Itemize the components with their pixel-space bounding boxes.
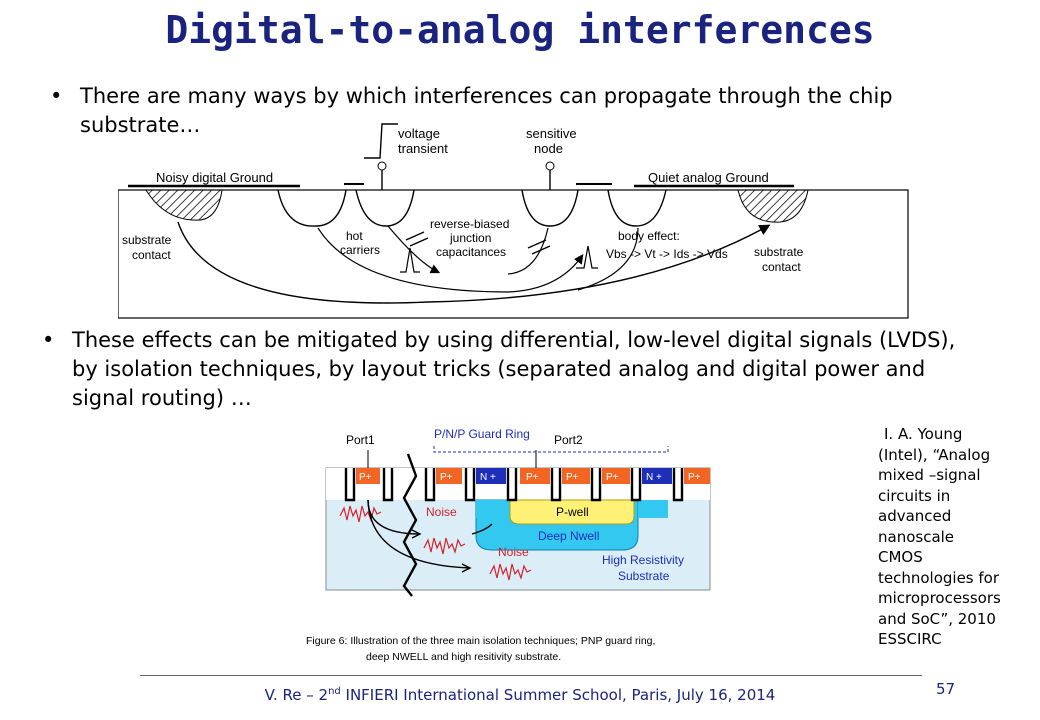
bullet-item-1: • There are many ways by which interfere…	[50, 82, 1010, 140]
voltage-transient-pulse	[364, 123, 398, 159]
footer-event: INFIERI International Summer School, Par…	[340, 686, 776, 704]
label-quiet-ground: Quiet analog Ground	[648, 170, 769, 185]
substrate-contact-left	[145, 189, 223, 221]
citation-line: circuits in	[878, 486, 951, 505]
noise-waveform-1	[339, 505, 382, 523]
citation-line: technologies for	[878, 568, 1000, 587]
citation-line: (Intel), “Analog	[878, 445, 991, 464]
label-reverse-biased: reverse-biased	[430, 217, 509, 231]
label-substrate-right-2: contact	[762, 260, 801, 274]
citation-line: microprocessors	[878, 589, 1001, 607]
label-body-effect: body effect:	[618, 229, 680, 243]
citation-line: mixed –signal	[878, 466, 981, 484]
bullet-text-2: These effects can be mitigated by using …	[72, 328, 956, 410]
label-noise-1: Noise	[426, 505, 457, 519]
label-pplus-2: P+	[440, 472, 453, 483]
footer-author: V. Re – 2	[264, 686, 329, 704]
label-junction: junction	[449, 231, 491, 245]
label-high-res-2: Substrate	[618, 569, 670, 583]
label-body-chain: Vbs -> Vt -> Ids -> Vds	[606, 247, 728, 261]
label-nplus-1: N +	[480, 472, 496, 483]
citation-line: CMOS	[878, 548, 923, 566]
label-hot: hot	[346, 229, 363, 243]
label-noise-2: Noise	[498, 545, 529, 559]
label-port2: Port2	[554, 433, 583, 447]
analog-well-2	[607, 189, 667, 227]
label-pplus-4: P+	[566, 472, 579, 483]
label-guard-ring: P/N/P Guard Ring	[434, 427, 530, 441]
citation-line: and SoC”, 2010	[878, 609, 996, 628]
figure-caption-line2: deep NWELL and high resitivity substrate…	[366, 651, 561, 663]
label-port1: Port1	[346, 433, 375, 447]
noise-waveform-2	[423, 537, 466, 555]
label-carriers: carriers	[340, 243, 380, 257]
label-nplus-2: N +	[646, 472, 662, 483]
coupling-arrow-main	[177, 221, 771, 304]
footer-text: V. Re – 2nd INFIERI International Summer…	[0, 686, 1040, 704]
label-pwell: P-well	[556, 505, 589, 519]
label-substrate-left-2: contact	[132, 248, 171, 262]
label-substrate-right-1: substrate	[754, 245, 804, 259]
substrate-coupling-diagram: Noisy digital Ground Quiet analog Ground…	[118, 123, 909, 319]
digital-well-2	[355, 189, 415, 227]
p-well	[509, 499, 635, 525]
noise-waveform-3	[489, 563, 532, 581]
citation-line: advanced	[878, 507, 952, 525]
substrate-break-marker	[402, 453, 418, 597]
substrate-contact-right	[737, 189, 809, 223]
citation-line: ESSCIRC	[878, 630, 942, 648]
figure-caption-line1: Figure 6: Illustration of the three main…	[306, 635, 655, 647]
label-high-res-1: High Resistivity	[602, 553, 684, 567]
sensitive-node-terminal	[545, 161, 555, 171]
footer-divider	[140, 675, 922, 676]
digital-well-1	[277, 189, 347, 227]
label-pplus-3: P+	[526, 472, 539, 483]
label-deep-nwell: Deep Nwell	[538, 529, 599, 543]
analog-well-1	[521, 189, 579, 227]
voltage-terminal	[377, 161, 387, 171]
bullet-dot: •	[42, 328, 55, 352]
bullet-dot: •	[50, 84, 63, 108]
label-noisy-ground: Noisy digital Ground	[156, 170, 273, 185]
substrate-outline	[118, 189, 909, 319]
label-transient: transient	[398, 141, 448, 156]
label-pplus-6: P+	[688, 472, 701, 483]
isolation-techniques-figure: Port1 Port2 P/N/P Guard Ring P+ P+ N + P…	[306, 427, 711, 663]
bullet-item-2: • These effects can be mitigated by usin…	[42, 326, 972, 413]
citation-line: nanoscale	[878, 527, 955, 546]
bullet-text-1: There are many ways by which interferenc…	[80, 84, 893, 137]
citation-line: I. A. Young	[884, 425, 963, 443]
label-sensitive: sensitive	[526, 126, 577, 141]
diffusion-row	[356, 468, 710, 484]
page-number: 57	[936, 680, 956, 698]
label-pplus-1: P+	[359, 472, 372, 483]
label-node: node	[534, 141, 563, 156]
label-substrate-left-1: substrate	[122, 233, 172, 247]
footer-ordinal: nd	[328, 686, 341, 697]
slide-title: Digital-to-analog interferences	[165, 8, 875, 52]
label-voltage: voltage	[398, 126, 440, 141]
label-pplus-5: P+	[606, 472, 619, 483]
label-capacitances: capacitances	[436, 245, 506, 259]
citation-block: I. A. Young (Intel), “Analog mixed –sign…	[878, 424, 1038, 650]
